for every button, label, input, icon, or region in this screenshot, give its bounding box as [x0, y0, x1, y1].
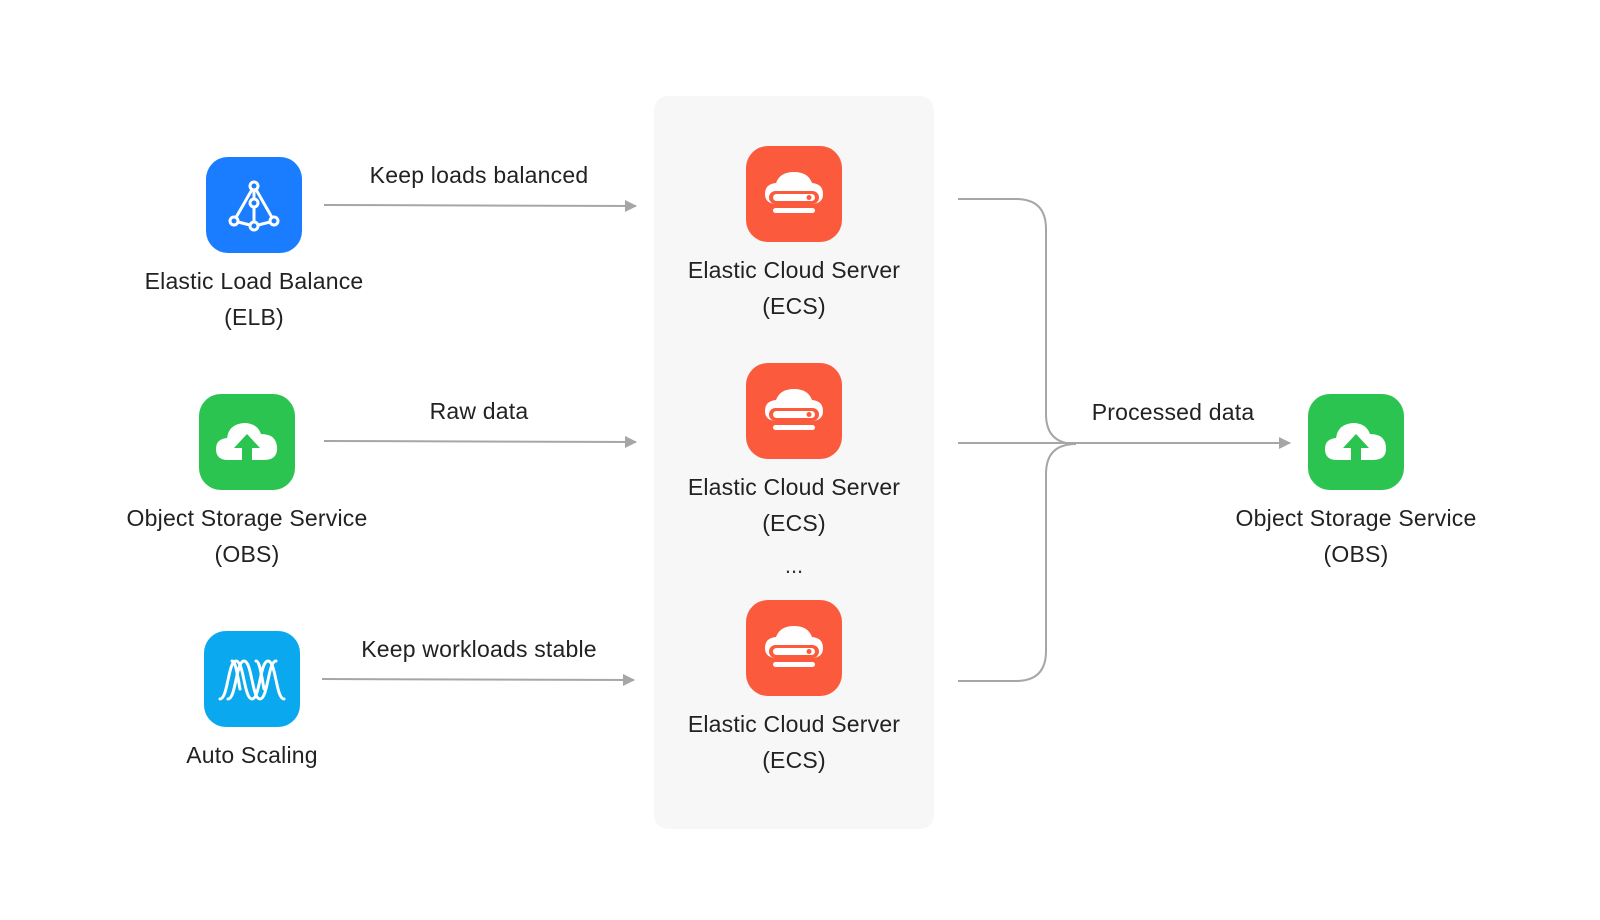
edge-label-keep-loads-balanced: Keep loads balanced: [369, 162, 589, 188]
edge-label-keep-workloads-stable: Keep workloads stable: [361, 636, 597, 662]
node-label-ecs-2: Elastic Cloud Server (ECS): [687, 474, 901, 536]
obs-icon: [199, 394, 295, 490]
obs-icon: [1308, 394, 1404, 490]
edge-elb-to-ecs: [323, 199, 637, 212]
ecs-icon: [746, 600, 842, 696]
node-ecs-3: Elastic Cloud Server (ECS): [644, 600, 944, 778]
edge-label-raw-data: Raw data: [429, 398, 529, 424]
ecs-icon: [746, 363, 842, 459]
node-label-obs-target: Object Storage Service (OBS): [1235, 505, 1477, 567]
ecs-icon: [746, 146, 842, 242]
node-ecs-2: Elastic Cloud Server (ECS): [644, 363, 944, 541]
node-ecs-1: Elastic Cloud Server (ECS): [644, 146, 944, 324]
edge-obs-to-ecs: [323, 435, 637, 448]
node-elb: Elastic Load Balance (ELB): [104, 157, 404, 335]
node-auto-scaling: Auto Scaling: [102, 631, 402, 773]
node-label-ecs-3: Elastic Cloud Server (ECS): [687, 711, 901, 773]
node-obs-source: Object Storage Service (OBS): [97, 394, 397, 572]
node-obs-target: Object Storage Service (OBS): [1206, 394, 1506, 572]
ecs-ellipsis: ...: [784, 553, 804, 578]
node-label-ecs-1: Elastic Cloud Server (ECS): [687, 257, 901, 319]
node-label-auto-scaling: Auto Scaling: [186, 742, 318, 768]
auto-scaling-icon: [204, 631, 300, 727]
elb-icon: [206, 157, 302, 253]
edge-label-processed-data: Processed data: [1091, 399, 1255, 425]
merge-line-bottom: [958, 443, 1077, 682]
edge-autoscaling-to-ecs: [321, 673, 635, 686]
node-label-elb: Elastic Load Balance (ELB): [144, 268, 364, 330]
merge-line-top: [958, 198, 1077, 445]
node-label-obs-source: Object Storage Service (OBS): [126, 505, 368, 567]
